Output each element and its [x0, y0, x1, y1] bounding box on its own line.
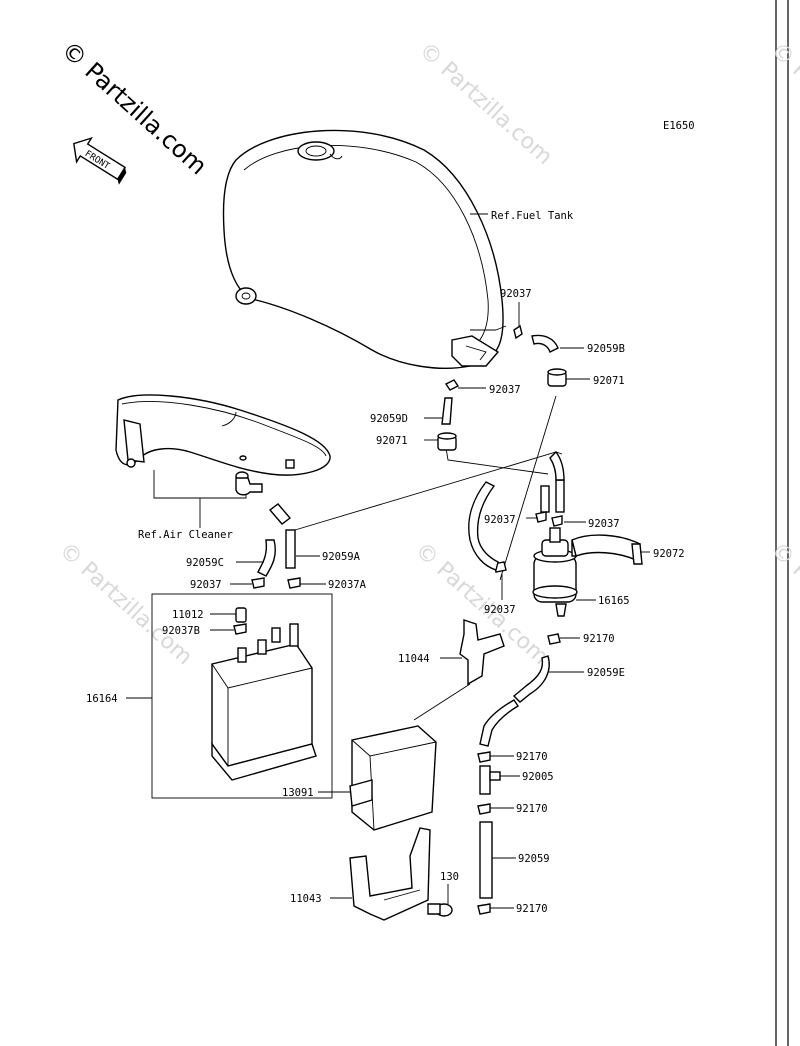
- label-92037: 92037: [489, 384, 521, 396]
- clamp-92170: [477, 803, 491, 815]
- label-92059E: 92059E: [587, 667, 625, 679]
- leader-line: [499, 395, 557, 581]
- hose-92059B: [531, 334, 559, 353]
- bolt-130: [427, 903, 453, 917]
- hose-bend: [549, 450, 565, 481]
- label-92170: 92170: [516, 803, 548, 815]
- hose-line: [445, 447, 549, 475]
- label-92059: 92059: [518, 853, 550, 865]
- svg-text:© Partzilla.com: © Partzilla.com: [54, 538, 197, 670]
- label-11043: 11043: [290, 893, 322, 905]
- clamp-92170: [477, 751, 491, 763]
- label-92071: 92071: [376, 435, 408, 447]
- front-arrow-icon: FRONT: [73, 136, 127, 185]
- clamp-92037B: [233, 623, 247, 635]
- label-13091: 13091: [282, 787, 314, 799]
- label-92037A: 92037A: [328, 579, 367, 591]
- label-92170: 92170: [583, 633, 615, 645]
- clamp-92170: [547, 633, 561, 645]
- hose-segment: [479, 699, 519, 747]
- leader-lines: [126, 213, 650, 909]
- label-92170: 92170: [516, 751, 548, 763]
- canister-16164: [211, 623, 317, 781]
- label-130: 130: [440, 871, 459, 883]
- label-16165: 16165: [598, 595, 630, 607]
- hose-92059D: [441, 397, 453, 425]
- label-92037B: 92037B: [162, 625, 200, 637]
- svg-text:© Partzilla.com: © Partzilla.com: [414, 38, 557, 170]
- cap-11012: [235, 607, 247, 623]
- diagram-code: E1650: [663, 120, 695, 132]
- leader-line: [413, 683, 471, 721]
- hose-long: [468, 481, 499, 571]
- box-13091: [349, 725, 437, 831]
- label-92037: 92037: [484, 514, 516, 526]
- label-ref-fuel-tank: Ref.Fuel Tank: [491, 210, 574, 222]
- hose-line: [294, 451, 563, 531]
- bracket-11043: [349, 827, 431, 921]
- hose-bend: [257, 539, 276, 577]
- svg-text:© Partzilla.com: © Partzilla.com: [766, 38, 800, 170]
- label-92170: 92170: [516, 903, 548, 915]
- clamp-icon: [251, 324, 563, 589]
- joint-92005: [479, 765, 501, 795]
- hose-92059: [479, 821, 493, 899]
- label-11012: 11012: [172, 609, 204, 621]
- hose-92059C: [268, 503, 292, 525]
- hose-92059A: [285, 529, 296, 569]
- label-92037: 92037: [190, 579, 222, 591]
- label-16164: 16164: [86, 693, 118, 705]
- label-11044: 11044: [398, 653, 430, 665]
- label-92059B: 92059B: [587, 343, 625, 355]
- fuel-filter-16165: [532, 527, 578, 617]
- label-92059D: 92059D: [370, 413, 408, 425]
- svg-text:© Partzilla.com: © Partzilla.com: [766, 538, 800, 670]
- label-92071: 92071: [593, 375, 625, 387]
- label-92037: 92037: [500, 288, 532, 300]
- watermark-main: © Partzilla.com: [56, 36, 212, 181]
- fuel-tank: [222, 129, 507, 369]
- hose-92059E: [512, 655, 550, 703]
- clamp-92170: [477, 903, 491, 915]
- leader-line: [153, 470, 247, 499]
- grommet-92071-left: [437, 432, 457, 451]
- label-ref-air-cleaner: Ref.Air Cleaner: [138, 529, 233, 541]
- air-cleaner: [115, 394, 331, 476]
- bracket-11044: [459, 619, 505, 686]
- hose-segment: [555, 479, 565, 513]
- elbow-fitting: [235, 471, 263, 496]
- bracket-92072: [571, 534, 643, 565]
- label-92059A: 92059A: [322, 551, 361, 563]
- label-92037: 92037: [484, 604, 516, 616]
- canister-group-box: [151, 593, 333, 799]
- label-92059C: 92059C: [186, 557, 224, 569]
- hose-segment: [540, 485, 550, 513]
- label-92005: 92005: [522, 771, 554, 783]
- small-clamp: [239, 455, 247, 461]
- grommet-92071-right: [547, 368, 567, 387]
- label-92072: 92072: [653, 548, 685, 560]
- label-92037: 92037: [588, 518, 620, 530]
